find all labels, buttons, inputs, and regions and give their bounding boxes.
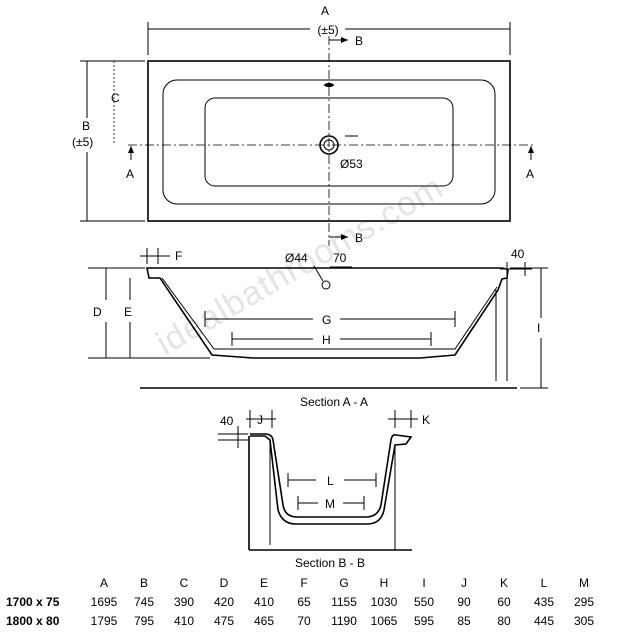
column-header: C [179, 575, 189, 590]
table-cell: 390 [173, 594, 195, 609]
table-cell: 445 [533, 613, 555, 628]
section-bb-profile [250, 433, 413, 525]
table-cell: 435 [533, 594, 555, 609]
section-b-top-label: B [355, 34, 363, 48]
bath-inner-rim [162, 79, 496, 205]
overflow-diameter-label: Ø44 [285, 251, 308, 265]
overflow-mark [324, 83, 334, 87]
section-b-b: 40 J K L M Section B - B [218, 410, 430, 570]
table-cell: 745 [133, 594, 155, 609]
dim-j-label: J [257, 413, 263, 427]
table-row: 1700 x 75 1695 745 390 420 410 65 1155 1… [6, 592, 604, 611]
waste-diameter-label: Ø53 [340, 157, 363, 171]
overflow-offset-label: 70 [333, 251, 347, 265]
table-cell: 475 [213, 613, 235, 628]
row-size-label: 1800 x 80 [6, 613, 60, 628]
table-cell: 90 [457, 594, 471, 609]
table-cell: 85 [457, 613, 471, 628]
dim-i-label: I [537, 321, 540, 335]
dim-h-label: H [322, 333, 331, 347]
section-aa-inner-line [161, 277, 498, 350]
table-cell: 70 [297, 613, 311, 628]
table-cell: 1030 [370, 594, 398, 609]
dim-a-tolerance: (±5) [317, 23, 338, 37]
dim-k-label: K [422, 413, 430, 427]
bath-outer-rim [147, 60, 511, 222]
column-header: A [99, 575, 108, 590]
dimensions-table: A B C D E F G H I J K L M 1700 x 75 1695… [6, 573, 604, 630]
table-cell: 80 [497, 613, 511, 628]
table-cell: 550 [413, 594, 435, 609]
overflow-leader [313, 265, 324, 282]
rim-width-label: 40 [511, 247, 525, 261]
section-a-right-label: A [526, 167, 534, 181]
column-header: L [540, 575, 548, 590]
table-cell: 1065 [370, 613, 398, 628]
section-aa-caption: Section A - A [300, 395, 368, 409]
dim-g-label: G [322, 313, 331, 327]
dim-f-label: F [175, 249, 182, 263]
table-cell: 305 [573, 613, 595, 628]
table-cell: 410 [173, 613, 195, 628]
dim-d-label: D [93, 305, 102, 319]
section-a-a: Ø44 70 F D E G H 40 [88, 247, 548, 409]
table-row: 1800 x 80 1795 795 410 475 465 70 1190 1… [6, 611, 604, 630]
table-cell: 65 [297, 594, 311, 609]
table-cell: 1795 [90, 613, 118, 628]
table-cell: 1155 [331, 594, 357, 609]
column-header: B [139, 575, 148, 590]
table-cell: 1695 [90, 594, 118, 609]
plan-view: A (±5) B B Ø53 A A B (±5) C [72, 4, 535, 246]
dim-l-label: L [327, 474, 334, 488]
section-bb-caption: Section B - B [295, 556, 365, 570]
section-a-left-label: A [126, 167, 134, 181]
table-corner [6, 573, 84, 592]
table-cell: 420 [213, 594, 235, 609]
table-cell: 1190 [331, 613, 357, 628]
dim-e-label: E [124, 305, 132, 319]
column-header: D [219, 575, 229, 590]
column-header: M [579, 575, 589, 590]
column-header: E [259, 575, 268, 590]
column-header: I [422, 575, 426, 590]
table-header-row: A B C D E F G H I J K L M [6, 573, 604, 592]
column-header: J [461, 575, 467, 590]
dim-a-label: A [321, 4, 329, 18]
section-aa-profile [146, 267, 509, 359]
table-cell: 410 [253, 594, 275, 609]
overflow-circle [321, 280, 331, 290]
section-b-bottom-label: B [355, 231, 363, 245]
row-size-label: 1700 x 75 [6, 594, 60, 609]
column-header: H [379, 575, 389, 590]
table-cell: 465 [253, 613, 275, 628]
dim-c-label: C [111, 91, 120, 105]
table-cell: 60 [497, 594, 511, 609]
column-header: K [499, 575, 508, 590]
bath-basin-floor [204, 97, 454, 187]
table-cell: 795 [133, 613, 155, 628]
table-cell: 295 [573, 594, 595, 609]
rim-b-width-label: 40 [220, 414, 234, 428]
dim-b-label: B [82, 119, 90, 133]
column-header: G [339, 575, 349, 590]
dim-b-tolerance: (±5) [72, 135, 93, 149]
column-header: F [300, 575, 308, 590]
table-cell: 595 [413, 613, 435, 628]
dim-m-label: M [325, 497, 335, 511]
